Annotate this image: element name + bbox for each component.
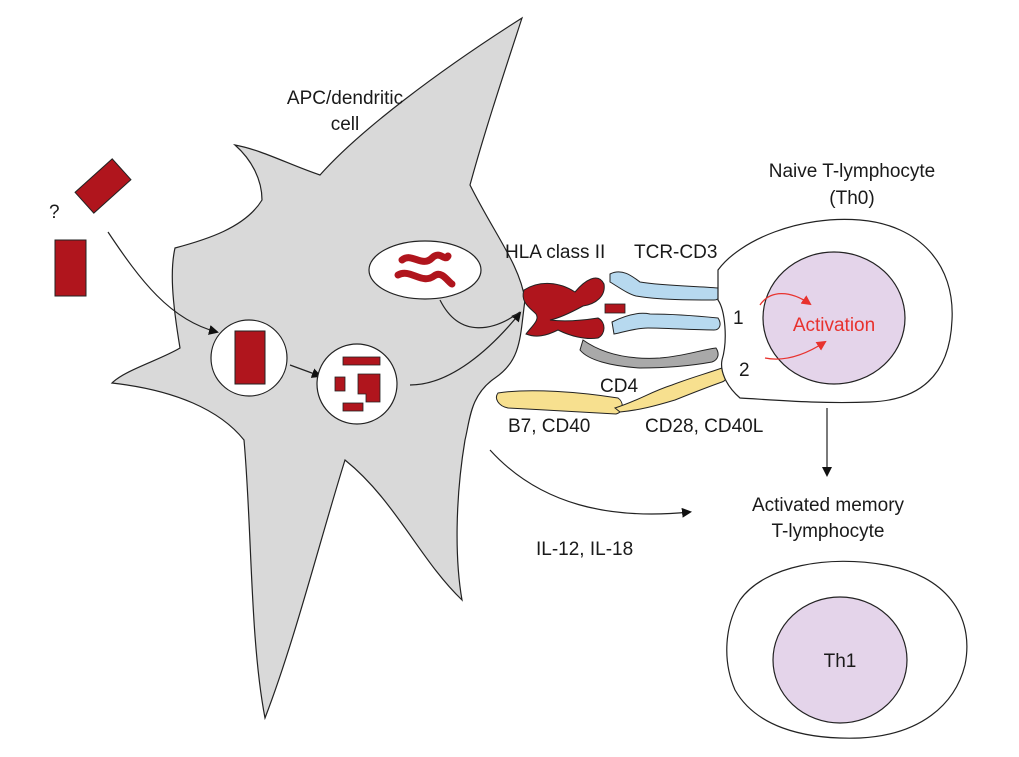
tcr-cd3-chain: [611, 312, 721, 335]
activation-label: Activation: [793, 315, 875, 336]
external-antigen: [54, 239, 87, 297]
cytokine-arrow: [489, 449, 692, 518]
cd4-molecule: [579, 339, 719, 369]
internalized-antigen: [234, 330, 266, 385]
processing-vesicle: [316, 343, 398, 425]
b7-cd40-molecule: [495, 390, 623, 415]
tcr-cd3-chain: [609, 271, 721, 301]
signal-2-label: 2: [739, 360, 750, 381]
unknown-antigen-label: ?: [49, 202, 60, 223]
naive-t-label-line1: Naive T-lymphocyte: [769, 161, 936, 182]
processing-arrow: [289, 364, 322, 378]
hla-squiggle: [394, 269, 456, 288]
external-antigen-tilted: [74, 158, 132, 214]
uptake-arrow: [107, 231, 219, 335]
peptide-fragment: [357, 373, 381, 403]
hla-squiggle: [398, 251, 452, 265]
bound-peptide: [604, 303, 626, 314]
hla-class-ii-molecule: [522, 277, 605, 339]
cd28-cd40l-label: CD28, CD40L: [645, 416, 763, 437]
naive-t-label-line2: (Th0): [829, 188, 874, 209]
hla-transport-arrow: [439, 299, 521, 329]
hla-class-ii-label: HLA class II: [505, 242, 605, 263]
naive-nucleus: [762, 251, 906, 385]
memory-t-label-line1: Activated memory: [752, 495, 905, 516]
th1-label: Th1: [824, 651, 857, 672]
peptide-fragment: [334, 376, 346, 392]
th1-nucleus: [772, 596, 908, 724]
apc-dendritic-cell: [110, 16, 526, 721]
apc-label-line2: cell: [331, 114, 360, 135]
peptide-fragment: [342, 402, 364, 412]
cd4-label: CD4: [600, 376, 638, 397]
signal2-activation-arrow: [764, 340, 827, 360]
peptide-fragment: [342, 356, 381, 366]
presentation-arrow: [409, 311, 522, 386]
memory-t-label-line2: T-lymphocyte: [772, 521, 885, 542]
tcr-cd3-label: TCR-CD3: [634, 242, 717, 263]
il12-il18-label: IL-12, IL-18: [536, 539, 633, 560]
signal-1-label: 1: [733, 308, 744, 329]
signal1-activation-arrow: [759, 292, 812, 306]
b7-cd40-label: B7, CD40: [508, 416, 590, 437]
hla-vesicle: [368, 240, 482, 300]
apc-label-line1: APC/dendritic: [287, 88, 403, 109]
